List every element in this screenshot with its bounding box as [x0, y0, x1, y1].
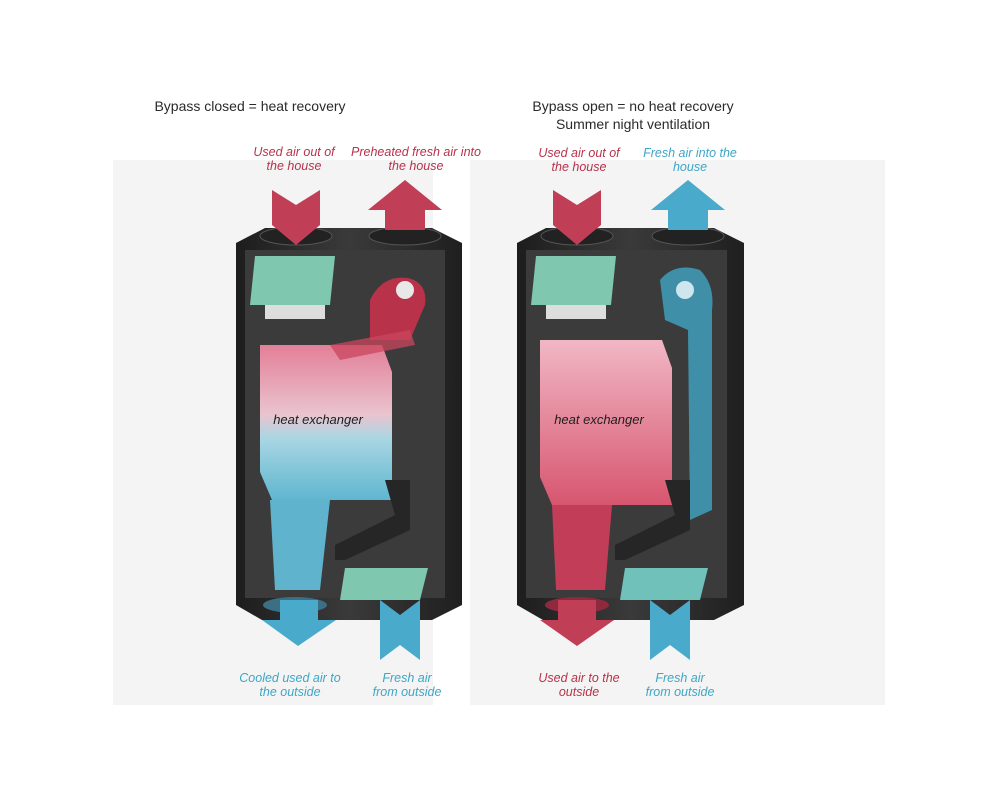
left-cool-flow: [270, 500, 330, 590]
right-top-filter: [531, 256, 616, 305]
right-fan: [676, 281, 694, 299]
left-bottom-filter: [340, 568, 428, 600]
right-title-line1: Bypass open = no heat recovery: [532, 98, 734, 114]
left-top-filter: [250, 256, 335, 305]
left-unit: [236, 180, 462, 660]
right-outlet-arrow: [540, 600, 614, 646]
left-top-filter-frame: [265, 305, 325, 319]
right-bypass-duct: [660, 267, 713, 520]
right-warm-flow: [552, 505, 612, 590]
right-bottom-filter: [620, 568, 708, 600]
left-outlet-arrow: [262, 600, 336, 646]
left-supply-arrow: [368, 180, 442, 230]
left-intake-arrow: [380, 600, 420, 660]
right-intake-arrow: [650, 600, 690, 660]
left-exhaust-arrow: [272, 190, 320, 245]
left-heat-exchanger-label: heat exchanger: [273, 412, 363, 427]
right-unit: [517, 180, 744, 660]
right-exhaust-arrow: [553, 190, 601, 245]
right-supply-arrow: [651, 180, 725, 230]
right-heat-exchanger-label: heat exchanger: [554, 412, 644, 427]
right-title-line2: Summer night ventilation: [555, 116, 711, 132]
right-divider: [615, 480, 690, 560]
left-title: Bypass closed = heat recovery: [154, 98, 346, 114]
left-divider: [335, 480, 410, 560]
left-fan: [396, 281, 414, 299]
right-top-filter-frame: [546, 305, 606, 319]
right-heat-exchanger: [540, 340, 672, 505]
left-warm-flow: [330, 330, 415, 360]
left-heat-exchanger: [260, 345, 392, 500]
